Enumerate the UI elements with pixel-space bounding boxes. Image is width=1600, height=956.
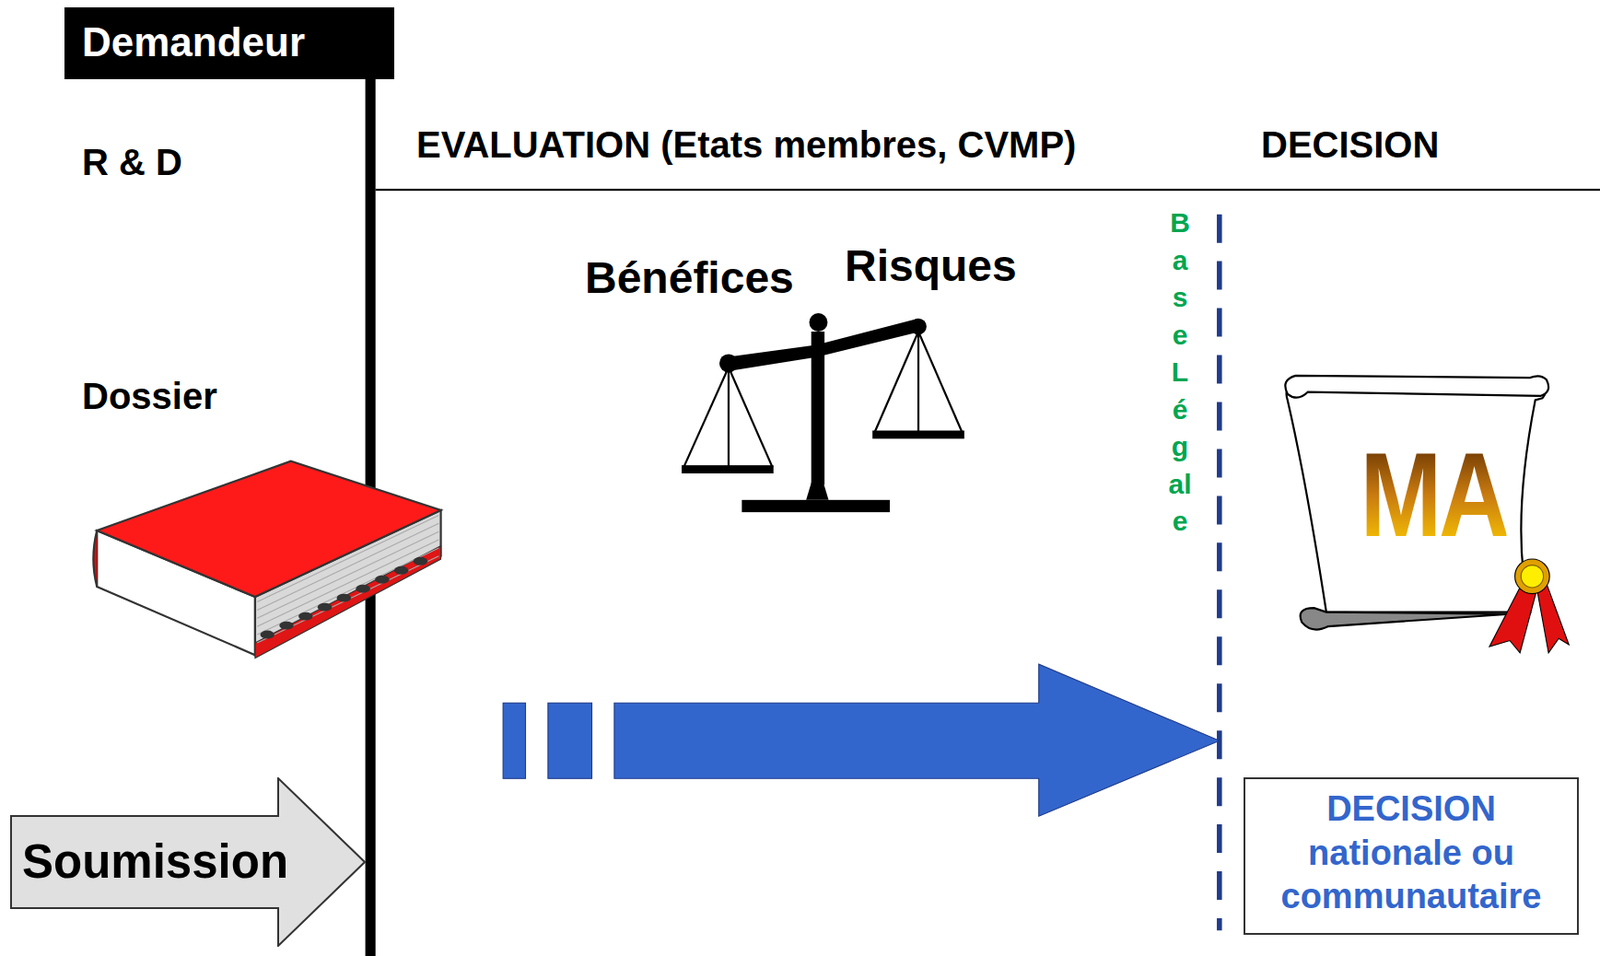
header-rule xyxy=(375,188,1600,191)
dossier-book xyxy=(93,461,441,659)
legal-basis-label: BaseLégale xyxy=(1166,204,1194,541)
applicant-header: Demandeur xyxy=(64,7,395,80)
process-arrow xyxy=(502,664,1220,817)
text-label: R & D xyxy=(81,140,183,184)
node-text: DECISION nationale ou communautaire xyxy=(1245,779,1577,920)
node-text: Soumission xyxy=(22,833,289,890)
authorisation-scroll: MA xyxy=(1270,367,1577,655)
text-label: DECISION xyxy=(1261,123,1439,166)
text-label: Risques xyxy=(844,240,1017,292)
balance-scale xyxy=(681,313,965,513)
submission-arrow: Soumission xyxy=(10,777,366,947)
text-label: EVALUATION (Etats membres, CVMP) xyxy=(416,123,1076,166)
text-label: Dossier xyxy=(81,374,218,418)
node-text: Demandeur xyxy=(64,7,395,68)
legal-basis-line xyxy=(1216,214,1223,932)
authorisation-mark: MA xyxy=(1359,434,1507,555)
text-label: Bénéfices xyxy=(584,252,795,304)
decision-box: DECISION nationale ou communautaire xyxy=(1243,777,1579,935)
